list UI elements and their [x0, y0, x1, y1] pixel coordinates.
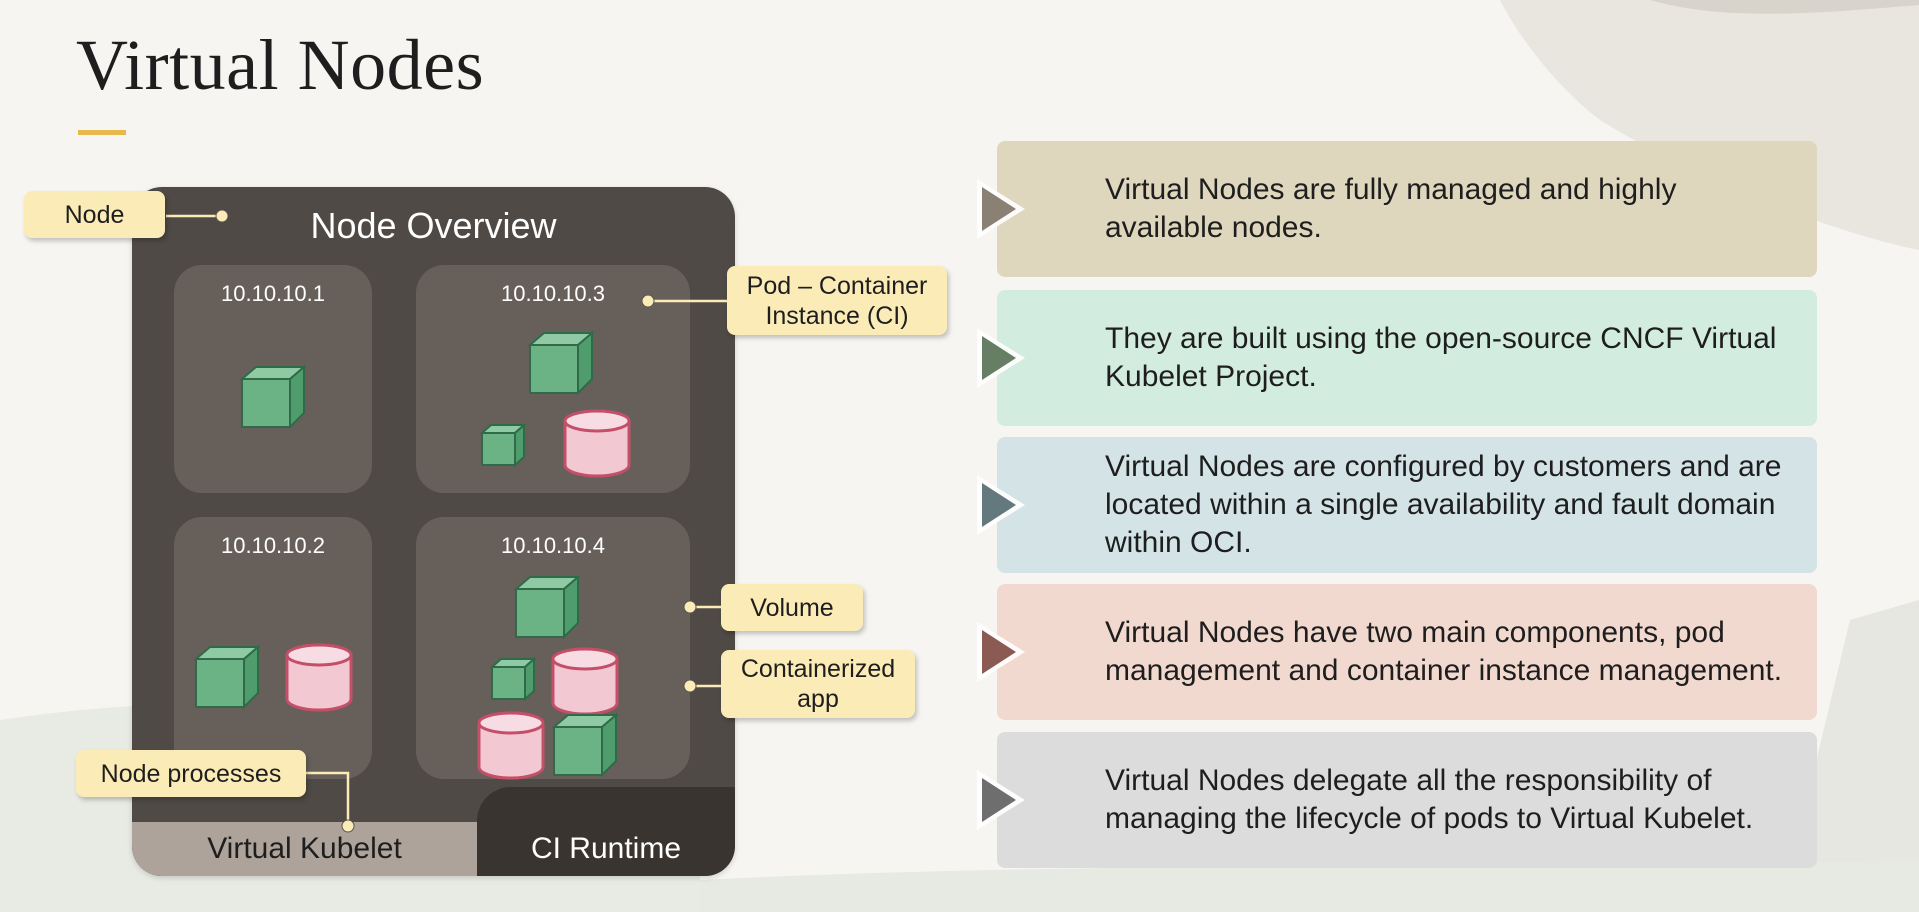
slide-title: Virtual Nodes	[76, 25, 485, 105]
pod-ip-label: 10.10.10.4	[501, 533, 605, 558]
info-text: Virtual Nodes have two main components, …	[1105, 616, 1783, 687]
info-text: Virtual Nodes delegate all the responsib…	[1105, 764, 1754, 835]
info-text: They are built using the open-source CNC…	[1105, 322, 1777, 393]
cylinder-icon	[563, 409, 631, 478]
volume-callout: Volume	[721, 584, 863, 631]
pod-10-10-10-3: 10.10.10.3	[416, 265, 690, 493]
cube-icon	[480, 423, 526, 467]
info-text: Virtual Nodes are configured by customer…	[1105, 450, 1782, 559]
info-row: Virtual Nodes are configured by customer…	[977, 437, 1817, 573]
virtual-kubelet-label: Virtual Kubelet	[207, 832, 402, 865]
info-row: They are built using the open-source CNC…	[977, 290, 1817, 426]
ci-runtime-label: CI Runtime	[530, 832, 682, 865]
cube-icon	[490, 657, 536, 701]
node-processes-callout: Node processes	[76, 750, 306, 797]
cube-icon	[552, 713, 618, 777]
node-overview-panel: Node Overview 10.10.10.1 10.10.10.3 10.1…	[132, 187, 735, 876]
pod-10-10-10-1: 10.10.10.1	[174, 265, 372, 493]
title-underline	[78, 130, 126, 135]
info-row: Virtual Nodes delegate all the responsib…	[977, 732, 1817, 868]
cylinder-icon	[551, 647, 619, 716]
triangle-arrow-icon	[977, 770, 1025, 830]
cylinder-icon	[285, 643, 353, 712]
cube-icon	[240, 365, 306, 429]
pod-10-10-10-2: 10.10.10.2	[174, 517, 372, 779]
info-row: Virtual Nodes are fully managed and high…	[977, 141, 1817, 277]
triangle-arrow-icon	[977, 328, 1025, 388]
pod-10-10-10-4: 10.10.10.4	[416, 517, 690, 780]
node-callout: Node	[24, 191, 165, 238]
info-text: Virtual Nodes are fully managed and high…	[1105, 173, 1677, 244]
cube-icon	[528, 331, 594, 395]
cube-icon	[514, 575, 580, 639]
virtual-kubelet-section: Virtual Kubelet	[132, 822, 477, 876]
ci-runtime-section: CI Runtime	[477, 787, 735, 876]
cylinder-icon	[477, 711, 545, 780]
pod-ip-label: 10.10.10.2	[221, 533, 325, 558]
node-overview-title: Node Overview	[310, 205, 557, 246]
pod-ip-label: 10.10.10.1	[221, 281, 325, 306]
triangle-arrow-icon	[977, 475, 1025, 535]
containerized-app-callout: Containerized app	[721, 650, 915, 718]
pod-container-instance-callout: Pod – Container Instance (CI)	[727, 266, 947, 335]
triangle-arrow-icon	[977, 622, 1025, 682]
triangle-arrow-icon	[977, 179, 1025, 239]
pod-ip-label: 10.10.10.3	[501, 281, 605, 306]
cube-icon	[194, 645, 260, 709]
info-row: Virtual Nodes have two main components, …	[977, 584, 1817, 720]
